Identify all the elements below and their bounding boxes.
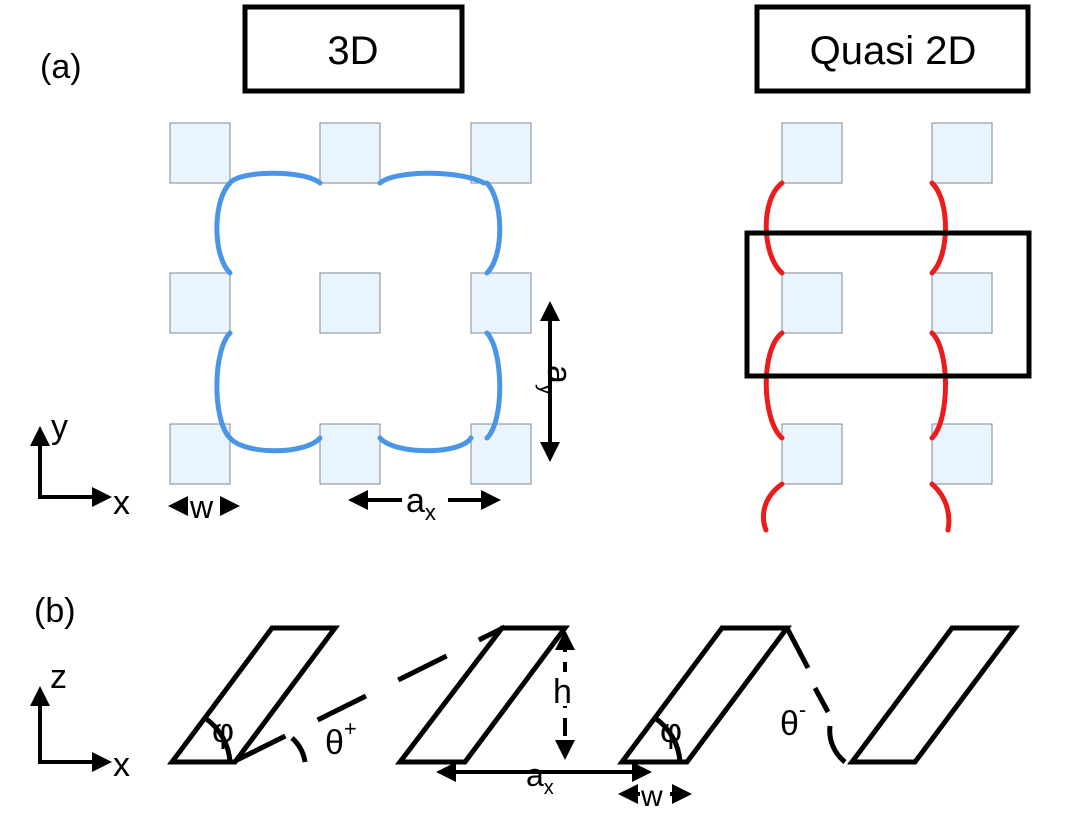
plate-4 [847,625,1020,765]
pillar [319,272,381,334]
y-axis-label: y [51,408,68,446]
pillar [319,423,381,485]
ray-theta-minus-2 [812,686,831,714]
chain-left-2 [763,330,785,441]
theta-plus-arc [290,736,308,763]
theta-plus-label: θ+ [325,716,357,762]
ax-b-subscript: x [544,777,554,799]
chain-right-1 [929,180,948,276]
plate-2 [394,625,570,765]
ay-label: ay [535,365,578,395]
h-label: h [553,673,572,711]
theta-minus-label: θ- [780,697,806,743]
pillar [319,122,381,184]
plate-1 [167,625,340,765]
phi-label-2: φ [660,712,682,750]
chain-left-1 [763,180,785,276]
link-left-upper [214,180,233,276]
box-quasi-2d [754,4,1031,94]
xy-axes: y x [30,408,130,522]
links-3d [214,170,503,454]
chain-right-3 [929,481,952,533]
pillar [169,122,231,184]
box-3d-label: 3D [327,29,378,73]
box-quasi-2d-label: Quasi 2D [810,29,977,73]
pillar [931,272,993,334]
links-quasi [761,180,952,533]
plate-3 [617,625,792,765]
pillar [470,423,532,485]
ay-subscript: y [535,384,560,395]
panel-b-label: (b) [34,592,76,630]
panel-a-label: (a) [40,48,82,86]
ax-b-symbol: a [526,757,544,793]
phi-arc-1 [203,715,233,763]
pillar [169,272,231,334]
x-axis-b-label: x [113,746,130,784]
link-left-lower [214,330,233,441]
pillar [781,423,843,485]
pillar [931,122,993,184]
ax-label-3d: ax [406,482,436,525]
pillar [781,272,843,334]
pillar-grid-quasi [781,122,993,485]
link-top-left [227,170,323,186]
pillar [470,122,532,184]
theta-plus-sup: + [344,716,357,741]
w-label-3d: w [189,489,214,525]
link-top-right [377,170,487,186]
w-b-label-bg [640,780,670,810]
box-3d [242,4,465,94]
ay-label-group: ay [535,365,578,395]
z-axis-label: z [50,658,67,696]
phi-arc-2 [653,715,683,763]
theta-plus-symbol: θ [325,724,344,762]
pillar [169,423,231,485]
pillar [931,423,993,485]
link-right-lower [484,330,503,441]
pillar [470,272,532,334]
theta-minus-sup: - [799,697,806,722]
pillar [781,122,843,184]
x-axis-label: x [113,484,130,522]
chain-right-2 [929,330,948,441]
ay-symbol: a [540,365,578,384]
xz-axes: z x [30,658,130,784]
w-label-b: w [640,780,663,813]
chain-left-3 [761,481,785,533]
theta-minus-arc [827,725,847,764]
ax-label-b: ax [526,757,554,799]
dashed-ray [235,624,507,763]
ax-symbol: a [406,482,425,520]
h-label-bg [552,672,580,706]
ray-theta-minus [784,626,811,670]
link-bottom-left [227,435,323,454]
link-bottom-right [377,435,474,454]
unit-cell-box [744,230,1032,379]
ax-label-bg [402,482,448,518]
link-right-upper [484,180,503,276]
phi-label-1: φ [212,712,234,750]
w-label-bg [188,490,220,522]
theta-minus-symbol: θ [780,705,799,743]
ax-subscript: x [425,500,436,525]
pillar-grid-3d [169,122,532,485]
